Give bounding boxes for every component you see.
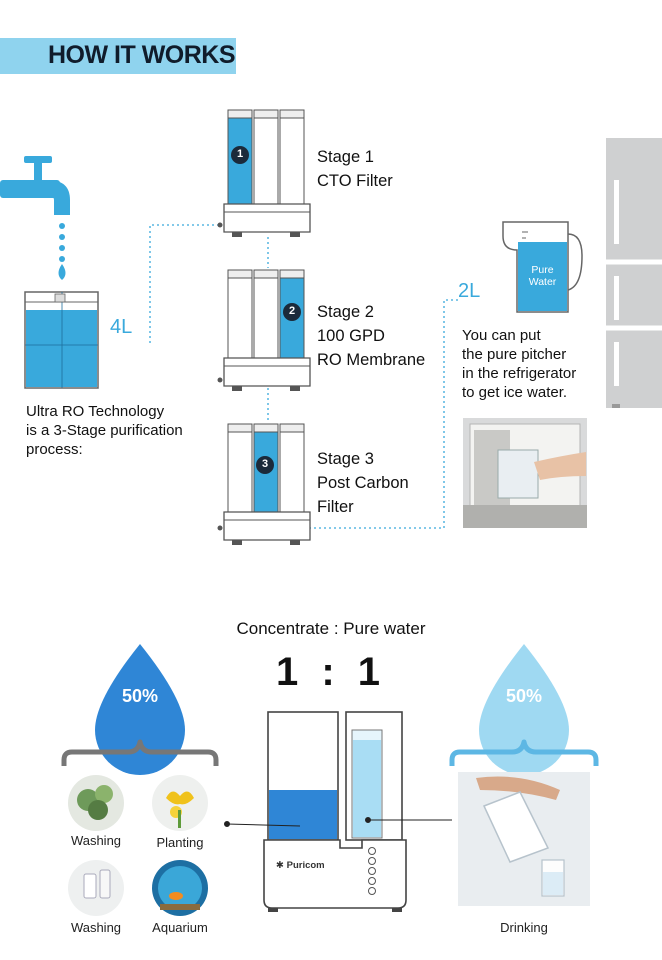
stage-number-2: 2 [288,305,296,317]
page-title: HOW IT WORKS [48,41,236,69]
use-label-drinking: Drinking [500,920,548,935]
fridge-icon [606,138,662,408]
flow-connectors [149,224,460,529]
stage-1-title: Stage 1 [317,148,374,166]
filter-unit-stage-3 [217,423,311,545]
stage-1-filter: CTO Filter [317,172,393,190]
stage-2-filter: RO Membrane [317,351,426,369]
filter-unit-stage-2 [217,269,311,391]
pitcher-volume: 2L [458,280,481,302]
ro-machine-icon [263,711,407,912]
tank-icon [24,291,99,389]
ratio-title: Concentrate : Pure water [236,619,426,638]
stage-3-filter-line2: Filter [317,498,354,516]
stage-2-title: Stage 2 [317,303,374,321]
concentrate-percent: 50% [121,686,159,706]
stage-3-title: Stage 3 [317,450,374,468]
use-label-planting: Planting [156,835,204,850]
use-photos [68,775,208,916]
pitcher-icon [502,221,583,313]
stage-3-filter-line1: Post Carbon [317,474,409,492]
filter-unit-stage-1 [217,109,311,237]
fridge-photo [463,418,587,528]
stage-number-1: 1 [236,148,244,160]
pointer-lines [224,817,452,827]
header-banner [0,38,236,74]
stage-3-label: Stage 3 Post Carbon Filter [317,447,409,519]
drinking-photo [458,772,590,906]
use-label-washing-2: Washing [70,920,122,935]
curly-brace-icon [449,739,599,766]
pure-percent: 50% [505,686,543,706]
pitcher-note: You can put the pure pitcher in the refr… [462,327,577,401]
stage-2-label: Stage 2 100 GPD RO Membrane [317,300,425,372]
faucet-icon [0,156,70,280]
water-drop-icon [479,644,569,775]
curly-brace-icon [61,739,219,766]
ratio-value: 1 : 1 [275,650,387,694]
tank-volume: 4L [110,316,133,338]
pitcher-label: Pure Water [528,264,557,288]
use-label-aquarium: Aquarium [152,920,208,935]
stage-2-capacity: 100 GPD [317,327,385,345]
use-label-washing: Washing [70,833,122,848]
stage-1-label: Stage 1 CTO Filter [317,145,393,193]
water-drop-icon [95,644,185,775]
stage-number-3: 3 [261,458,269,470]
technology-description: Ultra RO Technology is a 3-Stage purific… [26,403,183,458]
machine-brand: ✱ Puricom [276,860,325,871]
